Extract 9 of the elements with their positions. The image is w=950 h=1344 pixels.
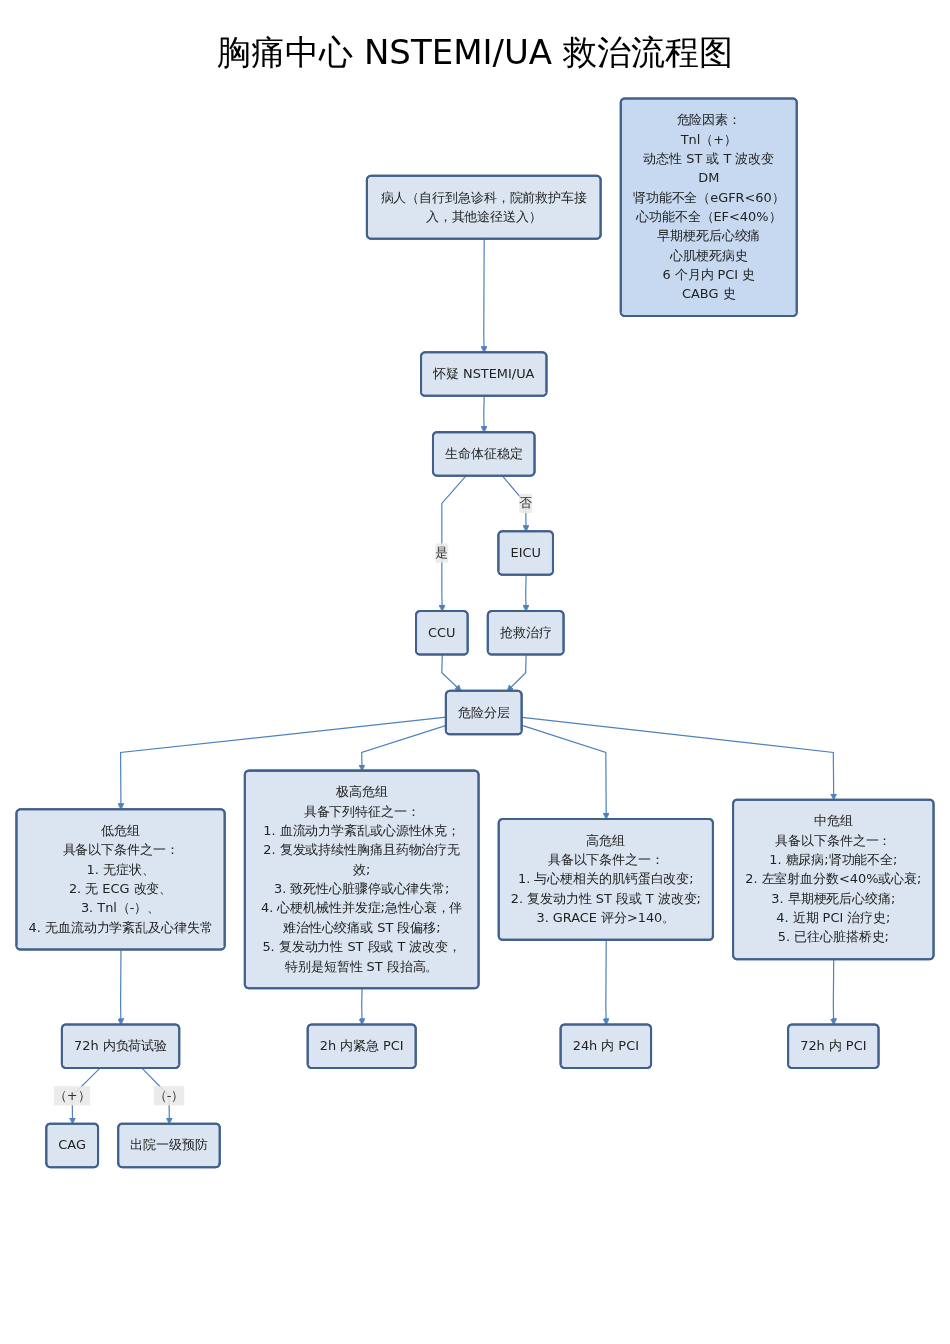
arrow [438,475,467,612]
edge-label: （+） [53,1087,91,1104]
arrow [522,574,530,612]
arrow [501,475,530,532]
edge-label: 是 [435,544,449,561]
edge-label: （-） [153,1087,185,1104]
title: 胸痛中心 NSTEMI/UA 救治流程图 [216,31,734,74]
edge-label: 否 [519,495,533,511]
arrow [480,395,488,433]
